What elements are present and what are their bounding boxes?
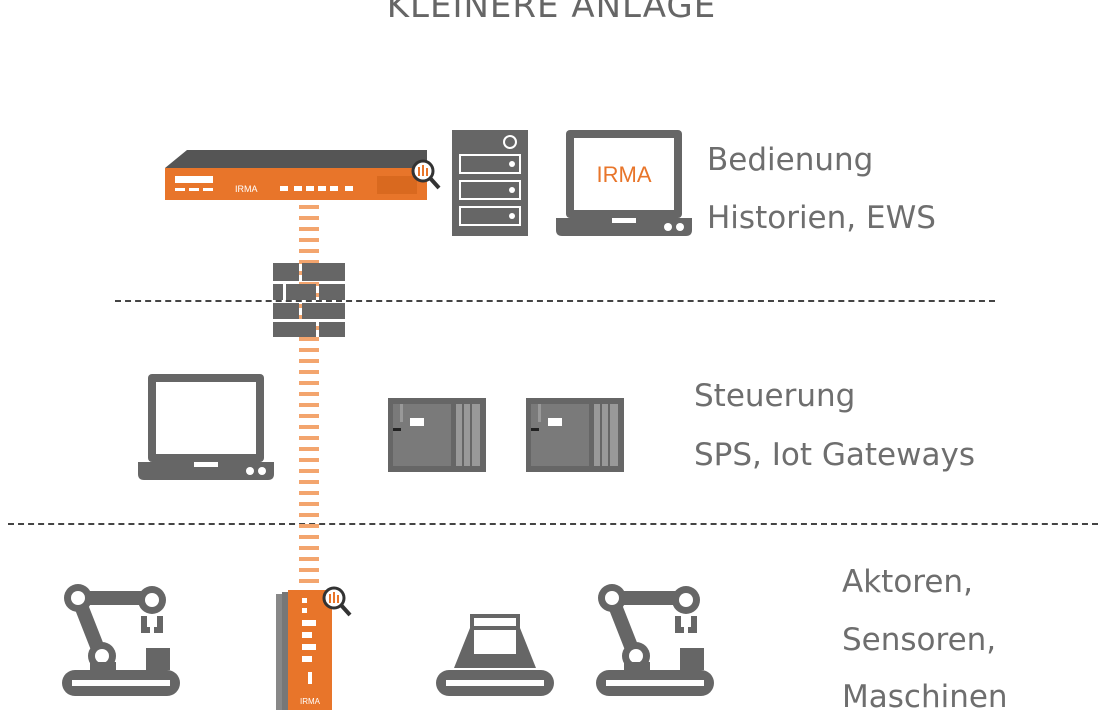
diagram-title: KLEINERE ANLAGE [386,0,717,26]
irma-rack-appliance-icon: IRMA [165,150,441,200]
level-bottom-label-1: Aktoren, [842,564,973,600]
laptop-irma-icon: IRMA [556,130,692,236]
level-middle-label-1: Steuerung [694,378,856,414]
robot-arm-conveyor-icon [596,584,714,696]
plc-controller-icon [388,398,486,472]
device-brand: IRMA [300,697,321,706]
network-connection-line [299,205,319,590]
server-tower-icon [452,130,528,236]
irma-device-icon: IRMA [276,586,352,710]
laptop-brand: IRMA [597,162,652,187]
laptop-icon [138,374,274,480]
level-top-label-2: Historien, EWS [707,200,936,236]
level-middle-label-2: SPS, Iot Gateways [694,437,975,473]
rack-brand: IRMA [235,184,258,194]
robot-arm-conveyor-icon [62,584,180,696]
plc-controller-icon [526,398,624,472]
conveyor-box-icon [436,614,554,696]
level-bottom-label-3: Maschinen [842,679,1008,715]
divider-lower [8,523,1098,525]
divider-upper [115,300,995,302]
level-top-label-1: Bedienung [707,142,874,178]
firewall-icon [273,263,345,337]
level-bottom-label-2: Sensoren, [842,622,997,658]
